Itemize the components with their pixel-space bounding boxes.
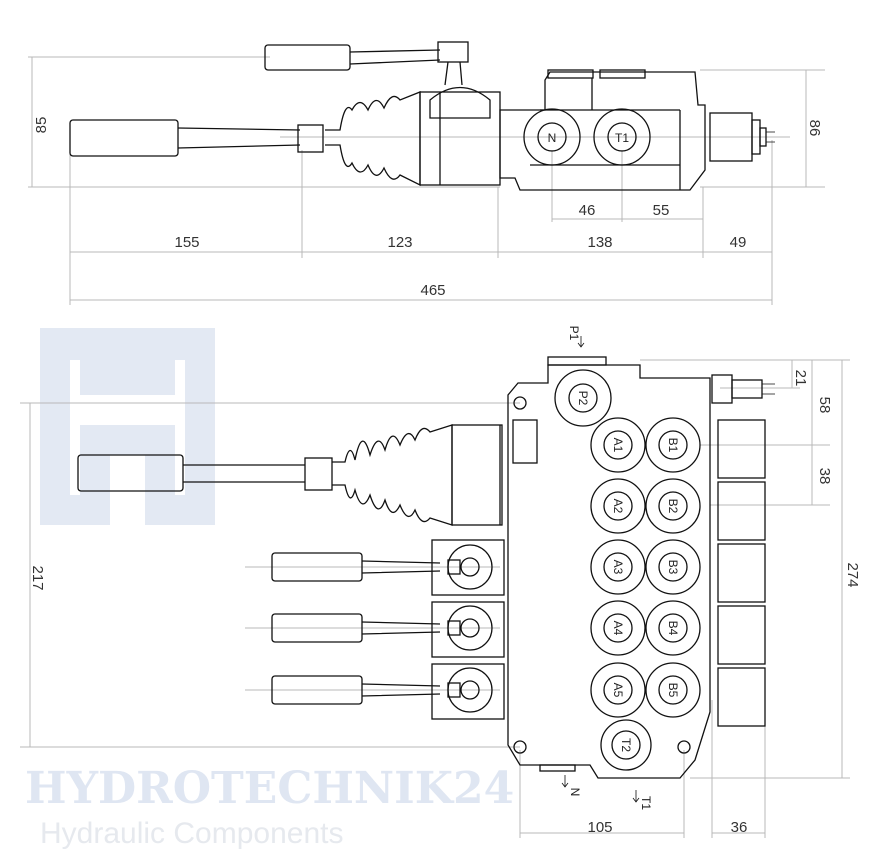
dim-p-to-a1: 58 <box>816 397 833 414</box>
watermark-tagline: Hydraulic Components <box>40 817 343 850</box>
dim-side: 36 <box>731 819 748 836</box>
port-b3: B3 <box>666 560 680 575</box>
port-n-bottom: N <box>568 788 582 797</box>
dim-t1-to-end: 55 <box>653 202 670 219</box>
lever-handle <box>69 119 179 157</box>
spool-caps <box>711 374 775 727</box>
dim-n-to-t1: 46 <box>579 202 596 219</box>
ports: P2 A1 A2 A3 A4 A5 B1 B2 B3 B4 B5 T2 P1 <box>554 326 701 810</box>
port-a1: A1 <box>611 438 625 453</box>
dim-total-height: 274 <box>844 562 861 587</box>
dim-handle: 155 <box>174 234 199 251</box>
main-lever-handle <box>77 454 184 492</box>
dim-body: 138 <box>587 234 612 251</box>
section-levers <box>245 539 505 720</box>
port-b5: B5 <box>666 683 680 698</box>
dim-total: 465 <box>420 282 445 299</box>
port-p1: P1 <box>567 326 581 341</box>
port-a3: A3 <box>611 560 625 575</box>
dim-hole-spacing: 105 <box>587 819 612 836</box>
port-p2: P2 <box>576 391 590 406</box>
port-a4: A4 <box>611 621 625 636</box>
dim-top-offset: 21 <box>792 370 809 387</box>
dim-bellows: 123 <box>387 234 412 251</box>
port-b4: B4 <box>666 621 680 636</box>
dim-pitch: 38 <box>816 468 833 485</box>
front-view: 217 21 58 38 274 105 36 <box>20 326 861 838</box>
port-b2: B2 <box>666 499 680 514</box>
watermark-brand: HYDROTECHNIK24 <box>25 763 514 814</box>
top-view: 85 86 46 55 155 123 138 49 465 N T1 <box>28 41 825 305</box>
port-t1-bottom: T1 <box>639 796 653 810</box>
port-n-top: N <box>548 131 557 145</box>
valve-body-top <box>499 71 706 191</box>
port-b1: B1 <box>666 438 680 453</box>
port-a2: A2 <box>611 499 625 514</box>
port-t1-top: T1 <box>615 131 629 145</box>
port-a5: A5 <box>611 683 625 698</box>
port-t2: T2 <box>619 738 633 752</box>
watermark-text: HYDROTECHNIK24 Hydraulic Components <box>25 763 514 850</box>
dim-cap: 49 <box>730 234 747 251</box>
valve-body-front <box>507 364 711 779</box>
small-lever-handle <box>264 44 351 71</box>
dim-height-right: 86 <box>806 120 823 137</box>
watermark-logo <box>40 328 215 525</box>
dim-height-left: 85 <box>33 117 50 134</box>
dim-lever-height: 217 <box>29 565 46 590</box>
